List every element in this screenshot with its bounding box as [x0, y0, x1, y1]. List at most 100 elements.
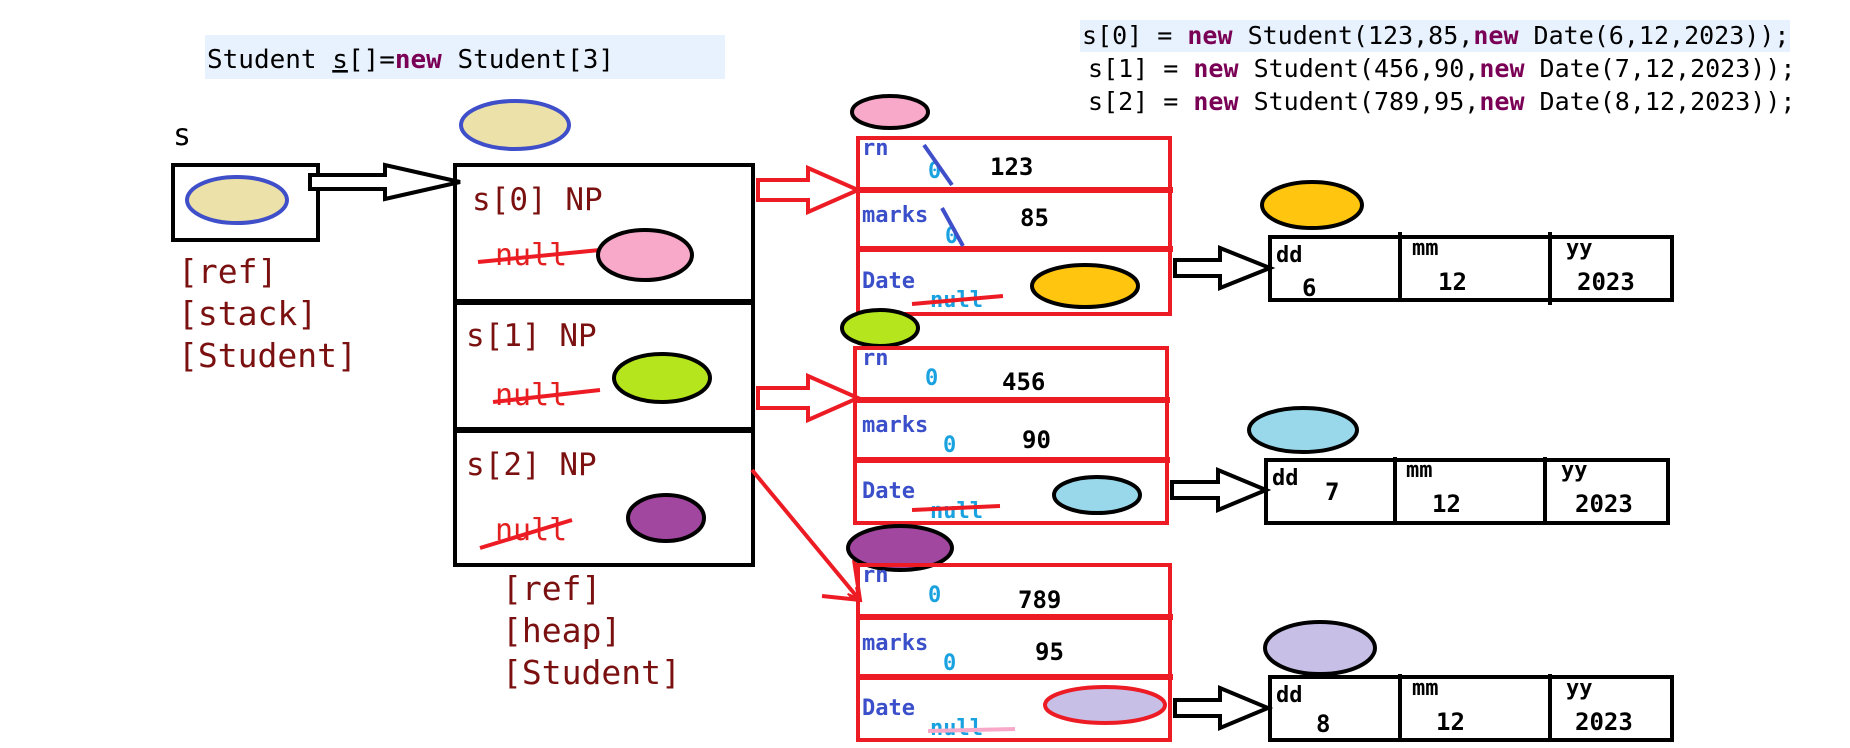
array-object-icon: [459, 99, 571, 151]
date1-yy-label: yy: [1561, 458, 1588, 483]
student2-rn-value: 789: [1018, 586, 1061, 614]
student1-rn-default: 0: [925, 366, 938, 391]
code-tail: Date(6,12,2023));: [1519, 21, 1790, 50]
declaration-highlight: [205, 35, 725, 79]
decl-rest: Student[3]: [457, 45, 614, 75]
student1-box: [853, 346, 1169, 525]
strike-mark: [927, 727, 1016, 733]
date0-yy-label: yy: [1566, 236, 1593, 261]
date1-dd-label: dd: [1272, 466, 1299, 491]
arrow-student2-to-date2: [1173, 685, 1274, 731]
date1-mm-value: 12: [1432, 490, 1461, 518]
date1-yy-value: 2023: [1575, 490, 1633, 518]
student2-rn-label: rn: [862, 563, 889, 588]
strike-mark: [940, 207, 965, 247]
code-keyword: new: [1479, 87, 1525, 116]
date1-box: [1264, 458, 1670, 525]
code-lhs: s[1] =: [1088, 54, 1193, 83]
array-label-1: [heap]: [502, 611, 621, 650]
code-mid: Student(789,95,: [1239, 87, 1480, 116]
student0-marks-value: 85: [1020, 204, 1049, 232]
student1-rn-label: rn: [862, 346, 889, 371]
code-line-highlight: [1080, 20, 1790, 52]
arrow-ref-to-array: [308, 162, 461, 202]
date2-yy-label: yy: [1566, 676, 1593, 701]
decl-mid: []=: [348, 45, 395, 75]
date0-dd-label: dd: [1276, 243, 1303, 268]
student2-rn-default: 0: [928, 583, 941, 608]
date2-mm-value: 12: [1436, 708, 1465, 736]
student0-date-label: Date: [862, 269, 915, 294]
array-cell-2-label: s[2] NP: [466, 447, 597, 483]
student1-marks-label: marks: [862, 413, 928, 438]
date0-ref-icon: [1030, 263, 1140, 309]
code-line-2: s[2] = new Student(789,95,new Date(8,12,…: [1088, 87, 1795, 116]
student2-box: [856, 563, 1172, 742]
date0-mm-label: mm: [1412, 236, 1439, 261]
date2-object-icon: [1263, 620, 1377, 676]
code-lhs: s[0] =: [1082, 21, 1187, 50]
student2-marks-default: 0: [943, 651, 956, 676]
code-keyword: new: [1473, 21, 1519, 50]
student0-header-icon: [850, 94, 930, 130]
code-line-0: s[0] = new Student(123,85,new Date(6,12,…: [1082, 21, 1789, 50]
strike-mark: [477, 248, 601, 264]
code-line-1: s[1] = new Student(456,90,new Date(7,12,…: [1088, 54, 1795, 83]
arrow-student1-to-date1: [1170, 467, 1272, 513]
code-mid: Student(123,85,: [1233, 21, 1474, 50]
ref-var-name: s: [173, 118, 191, 153]
student2-date-label: Date: [862, 696, 915, 721]
ref-var-object-icon: [185, 175, 289, 225]
student0-rn-value: 123: [990, 153, 1033, 181]
ref-var-label-1: [stack]: [178, 294, 317, 333]
date0-dd-value: 6: [1302, 274, 1316, 302]
date2-dd-value: 8: [1316, 710, 1330, 738]
ref-var-label-0: [ref]: [178, 252, 277, 291]
student2-marks-value: 95: [1035, 638, 1064, 666]
date1-object-icon: [1247, 406, 1359, 454]
date0-yy-value: 2023: [1577, 268, 1635, 296]
student1-marks-default: 0: [943, 433, 956, 458]
date1-mm-label: mm: [1406, 458, 1433, 483]
student0-marks-label: marks: [862, 203, 928, 228]
date2-ref-icon: [1043, 685, 1167, 725]
code-keyword: new: [1187, 21, 1233, 50]
code-keyword: new: [1193, 87, 1239, 116]
date2-box: [1268, 675, 1674, 742]
code-tail: Date(8,12,2023));: [1525, 87, 1796, 116]
date0-mm-value: 12: [1438, 268, 1467, 296]
arrow-cell0-to-student0: [756, 164, 863, 216]
student2-marks-label: marks: [862, 631, 928, 656]
array-cell-1-label: s[1] NP: [466, 318, 597, 354]
strike-mark: [492, 388, 601, 404]
date2-yy-value: 2023: [1575, 708, 1633, 736]
code-keyword: new: [1479, 54, 1525, 83]
student0-object-icon: [596, 228, 694, 282]
date2-dd-label: dd: [1276, 683, 1303, 708]
student1-object-icon: [612, 352, 712, 404]
strike-mark: [911, 294, 1004, 306]
arrow-cell2-to-student2: [750, 468, 858, 598]
decl-keyword: new: [395, 45, 442, 75]
ref-var-box: [171, 163, 320, 242]
ref-var-label-2: [Student]: [178, 336, 357, 375]
date1-ref-icon: [1052, 475, 1142, 515]
student2-header-icon: [846, 524, 954, 572]
strike-mark: [911, 504, 1001, 512]
student1-marks-value: 90: [1022, 426, 1051, 454]
decl-type: Student: [207, 45, 317, 75]
code-tail: Date(7,12,2023));: [1525, 54, 1796, 83]
student1-header-icon: [840, 308, 920, 348]
date1-dd-value: 7: [1325, 478, 1339, 506]
declaration-code: Student s[]=new Student[3]: [207, 45, 614, 75]
array-label-0: [ref]: [502, 569, 601, 608]
code-mid: Student(456,90,: [1239, 54, 1480, 83]
student0-box: [856, 136, 1172, 316]
arrow-student0-to-date0: [1173, 245, 1276, 291]
code-keyword: new: [1193, 54, 1239, 83]
student1-rn-value: 456: [1002, 368, 1045, 396]
array-cell-0-label: s[0] NP: [472, 182, 603, 218]
strike-mark: [479, 518, 573, 550]
code-lhs: s[2] =: [1088, 87, 1193, 116]
